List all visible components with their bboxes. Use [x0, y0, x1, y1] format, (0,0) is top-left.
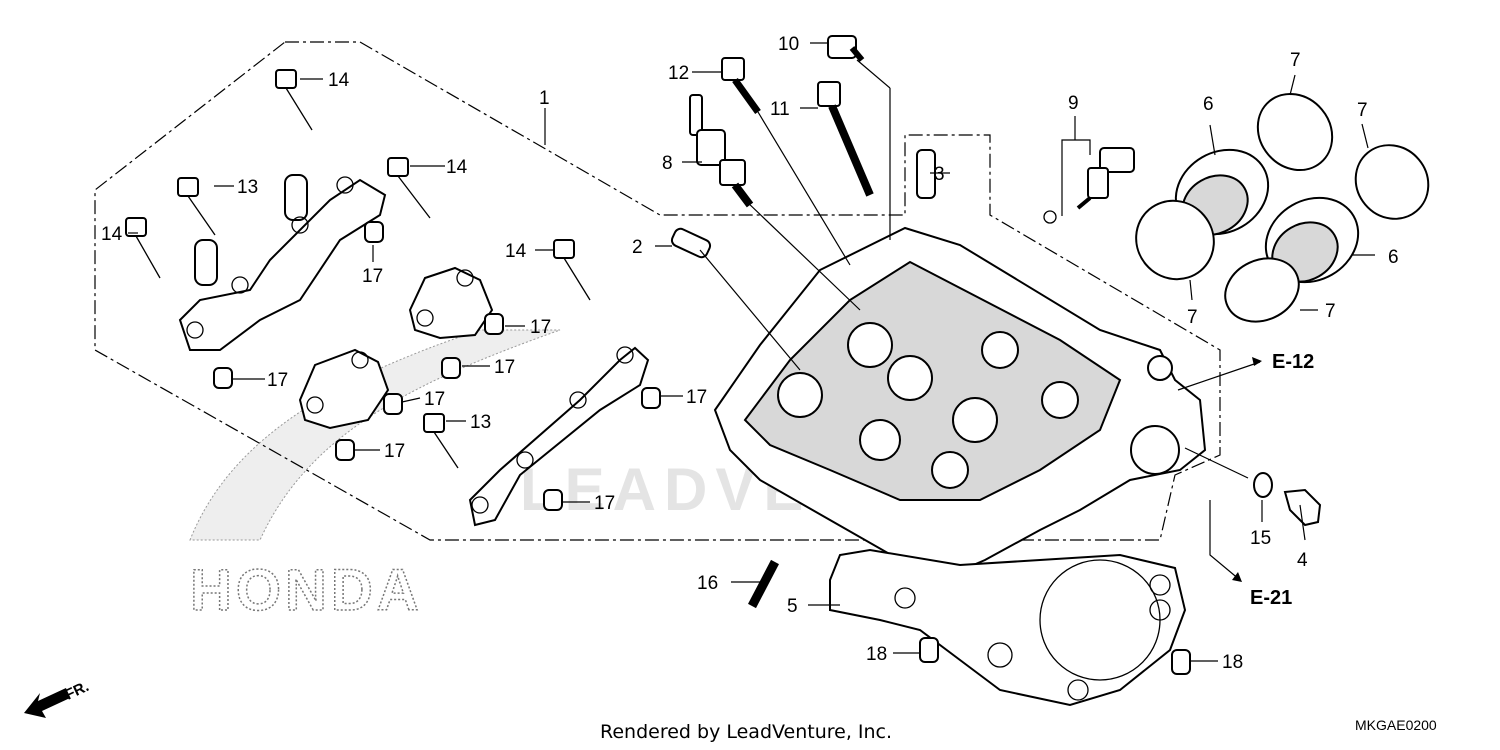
label-part-4: 4 — [1297, 550, 1308, 571]
bolt-14-b — [125, 217, 161, 279]
assembly-outline-left — [94, 41, 1221, 541]
label-part-5: 5 — [787, 596, 798, 617]
leader-lines — [128, 42, 1375, 662]
reference-e21-link[interactable]: E-21 — [1250, 587, 1292, 609]
diagram-code: MKGAE0200 — [1355, 717, 1437, 733]
label-part-10: 10 — [778, 34, 799, 55]
pin-2 — [670, 227, 712, 259]
bolt-13-b — [423, 413, 459, 469]
camshaft-holder-lower-left — [298, 348, 390, 430]
front-marker-label: FR. — [63, 678, 92, 704]
label-part-17-b: 17 — [530, 317, 551, 338]
label-part-18-b: 18 — [1222, 652, 1243, 673]
stud-bolt-16 — [748, 559, 779, 609]
label-part-6-b: 6 — [1388, 247, 1399, 268]
label-part-7-d: 7 — [1325, 301, 1336, 322]
label-part-14-c: 14 — [101, 224, 123, 245]
bolt-12 — [721, 57, 761, 115]
plug-4 — [1283, 488, 1322, 527]
honda-logo-watermark: HONDA — [189, 329, 561, 624]
label-part-13-b: 13 — [470, 412, 491, 433]
label-part-3: 3 — [934, 164, 945, 185]
bolt-10 — [827, 35, 865, 62]
part-labels: 1 2 3 4 5 6 6 7 7 7 7 8 9 10 11 12 13 13… — [101, 34, 1399, 673]
label-part-17-d: 17 — [267, 370, 288, 391]
bolt-11 — [817, 81, 874, 197]
camshaft-holder-upper-left — [178, 174, 387, 351]
label-part-17-f: 17 — [686, 387, 707, 408]
label-part-7-b: 7 — [1357, 100, 1368, 121]
guide-3 — [916, 149, 936, 199]
label-part-17-a: 17 — [362, 266, 383, 287]
label-part-17-h: 17 — [594, 493, 615, 514]
label-part-7-a: 7 — [1290, 50, 1301, 71]
camshaft-holder-mid-left — [408, 266, 494, 340]
label-part-17-c: 17 — [494, 357, 515, 378]
label-part-1: 1 — [539, 88, 550, 109]
label-part-9: 9 — [1068, 93, 1079, 114]
cylinder-head — [713, 226, 1207, 577]
label-part-12: 12 — [668, 63, 689, 84]
camshaft-holder-long — [468, 346, 650, 527]
label-part-13-a: 13 — [237, 177, 258, 198]
reference-e12-link[interactable]: E-12 — [1272, 351, 1314, 373]
label-part-11: 11 — [770, 99, 790, 120]
cylinder-head-gasket — [829, 548, 1187, 707]
label-part-17-g: 17 — [384, 441, 405, 462]
o-ring-15 — [1253, 472, 1273, 498]
bolt-14-d — [553, 239, 591, 301]
dowel-pin-18-b — [1171, 649, 1191, 675]
dowel-pins-17 — [213, 221, 661, 511]
label-part-14-a: 14 — [328, 70, 350, 91]
label-part-2: 2 — [632, 237, 643, 258]
temp-sensor — [1043, 147, 1135, 224]
label-part-15: 15 — [1250, 528, 1271, 549]
label-part-17-e: 17 — [424, 389, 445, 410]
bolt-14-c — [387, 157, 431, 219]
label-part-18-a: 18 — [866, 644, 887, 665]
label-part-14-b: 14 — [446, 157, 468, 178]
honda-logo-text: HONDA — [190, 558, 423, 623]
dowel-pin-18-a — [919, 637, 939, 663]
label-part-14-d: 14 — [505, 241, 527, 262]
bolt-13-a — [177, 177, 216, 236]
spark-plug — [689, 94, 754, 208]
front-direction-arrow-icon — [24, 688, 70, 718]
label-part-8: 8 — [662, 153, 673, 174]
render-credit: Rendered by LeadVenture, Inc. — [600, 721, 892, 743]
label-part-6-a: 6 — [1203, 94, 1214, 115]
clamps-7 — [1135, 92, 1430, 323]
label-part-16: 16 — [697, 573, 718, 594]
bolt-14-a — [275, 69, 313, 131]
label-part-7-c: 7 — [1187, 307, 1198, 328]
